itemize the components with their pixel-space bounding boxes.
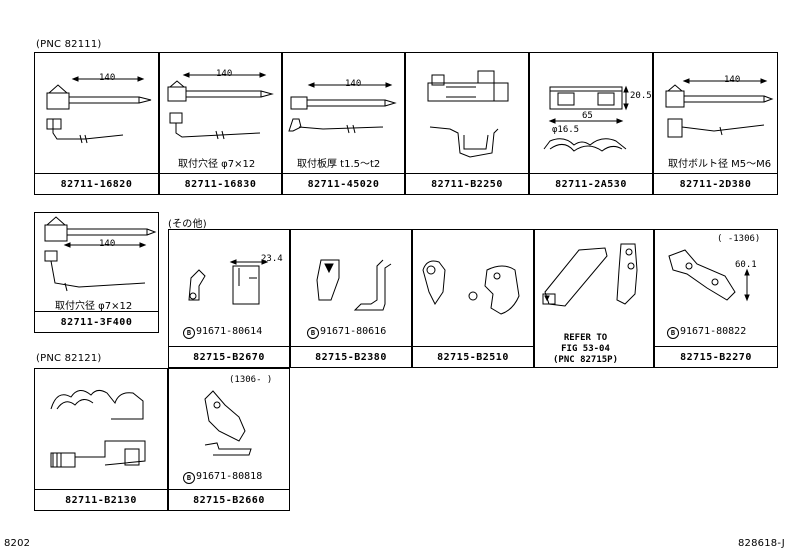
section-label-pnc-82121: (PNC 82121) (36, 353, 102, 364)
part-number: 82711-B2130 (35, 489, 167, 510)
part-number: 82711-2A530 (530, 173, 652, 194)
badge-b-icon: B (307, 327, 319, 339)
part-cell-82711-B2130[interactable]: 82711-B2130 (34, 368, 168, 511)
length-dimension: 140 (99, 73, 116, 83)
diameter-dimension: φ16.5 (552, 125, 580, 135)
part-cell-82711-2A530[interactable]: 65 20.5 φ16.5 82711-2A530 (529, 52, 653, 195)
part-cell-82711-3F400[interactable]: 140 取付穴径 φ7×12 82711-3F400 (34, 212, 159, 333)
width-dimension: 65 (582, 111, 593, 121)
part-number: 82715-B2380 (291, 346, 411, 367)
part-cell-82711-B2250[interactable]: 82711-B2250 (405, 52, 529, 195)
part-number: 82711-16830 (160, 173, 281, 194)
mounting-note: 取付板厚 t1.5～t2 (297, 159, 381, 170)
date-range: (1306- ) (229, 375, 273, 385)
length-dimension: 140 (724, 75, 741, 85)
part-number: 82715-B2670 (169, 346, 289, 367)
badge-b-icon: B (183, 472, 195, 484)
part-cell-82711-45020[interactable]: 140 取付板厚 t1.5～t2 82711-45020 (282, 52, 405, 195)
badge-b-icon: B (183, 327, 195, 339)
part-number: 82711-B2250 (406, 173, 528, 194)
part-cell-82715-B2510[interactable]: 82715-B2510 (412, 229, 534, 368)
part-cell-82711-2D380[interactable]: 140 取付ボルト径 M5～M6 82711-2D380 (653, 52, 778, 195)
part-number: 82715-B2660 (169, 489, 289, 510)
part-number: 82715-B2270 (655, 346, 777, 367)
part-cell-82711-16830[interactable]: 140 取付穴径 φ7×12 82711-16830 (159, 52, 282, 195)
part-number: 82711-3F400 (35, 311, 158, 332)
part-number: 82711-2D380 (654, 173, 777, 194)
footer-figure-code: 828618-J (738, 538, 785, 549)
mounting-note: 取付ボルト径 M5～M6 (668, 159, 772, 170)
height-dimension: 20.5 (630, 91, 652, 101)
height-dimension: 60.1 (735, 260, 757, 270)
mounting-note: 取付穴径 φ7×12 (55, 301, 133, 312)
section-label-pnc-82111: (PNC 82111) (36, 39, 102, 50)
part-number: 82711-16820 (35, 173, 158, 194)
part-number: 82715-B2510 (413, 346, 533, 367)
section-label-others: (その他) (168, 219, 207, 230)
part-cell-82711-16820[interactable]: 140 82711-16820 (34, 52, 159, 195)
refer-note: REFER TO FIG 53-04 (PNC 82715P) (553, 333, 619, 365)
date-range: ( -1306) (717, 234, 761, 244)
length-dimension: 140 (216, 69, 233, 79)
part-number: 82711-45020 (283, 173, 404, 194)
length-dimension: 140 (345, 79, 362, 89)
part-cell-refer-to-fig[interactable]: REFER TO FIG 53-04 (PNC 82715P) (534, 229, 654, 368)
footer-page-code: 8202 (4, 538, 31, 549)
badge-b-icon: B (667, 327, 679, 339)
length-dimension: 140 (99, 239, 116, 249)
width-dimension: 23.4 (261, 254, 283, 264)
mounting-note: 取付穴径 φ7×12 (178, 159, 256, 170)
